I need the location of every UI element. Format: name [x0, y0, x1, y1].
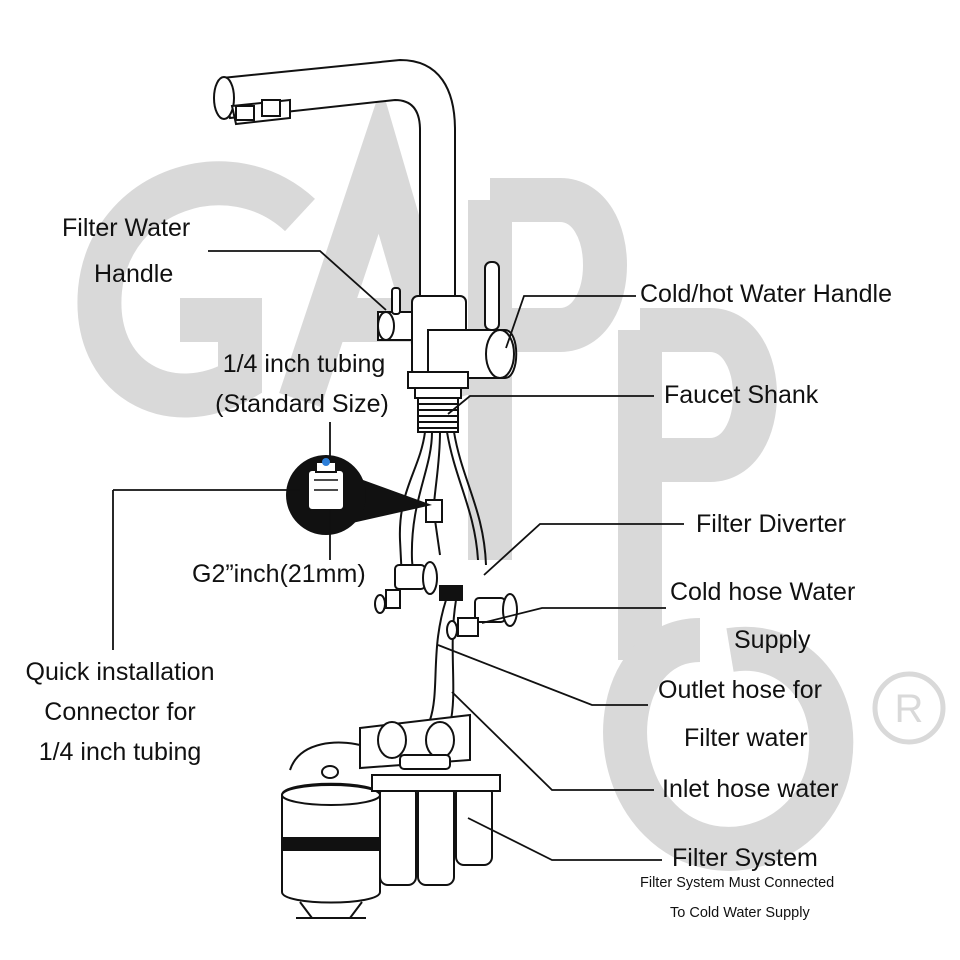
- label-inlet-hose: Inlet hose water: [662, 775, 839, 803]
- label-filter-water-handle-line1: Filter Water: [62, 214, 191, 242]
- label-quick-line2: Connector for: [44, 698, 196, 726]
- label-faucet-shank: Faucet Shank: [664, 381, 819, 409]
- label-filter-water-handle-line2: Handle: [94, 260, 174, 288]
- label-quick-line1: Quick installation: [25, 658, 215, 686]
- faucet-spout: [213, 58, 456, 306]
- label-outlet-line2: Filter water: [684, 724, 808, 752]
- label-quick-line3: 1/4 inch tubing: [38, 738, 202, 766]
- label-tubing-line2: (Standard Size): [215, 390, 389, 418]
- faucet-body: [377, 261, 518, 433]
- registered-trademark-icon: R: [872, 671, 946, 745]
- label-filter-diverter: Filter Diverter: [696, 510, 847, 538]
- label-cold-hot-handle: Cold/hot Water Handle: [640, 280, 892, 308]
- label-outlet-line1: Outlet hose for: [658, 676, 822, 704]
- label-filter-system: Filter System: [672, 844, 818, 872]
- label-filter-note-line1: Filter System Must Connected: [640, 875, 835, 891]
- label-filter-note-line2: To Cold Water Supply: [670, 905, 810, 921]
- filter-system: [281, 713, 501, 919]
- svg-text:R: R: [895, 687, 924, 731]
- angle-valves: [374, 499, 518, 640]
- label-cold-hose-line1: Cold hose Water: [670, 578, 856, 606]
- label-tubing-line1: 1/4 inch tubing: [222, 350, 386, 378]
- leader-lines: [112, 250, 684, 861]
- watermark: [77, 86, 854, 871]
- label-cold-hose-line2: Supply: [734, 626, 811, 654]
- label-g2-size: G2”inch(21mm): [192, 560, 366, 588]
- connector-magnifier: [286, 455, 432, 535]
